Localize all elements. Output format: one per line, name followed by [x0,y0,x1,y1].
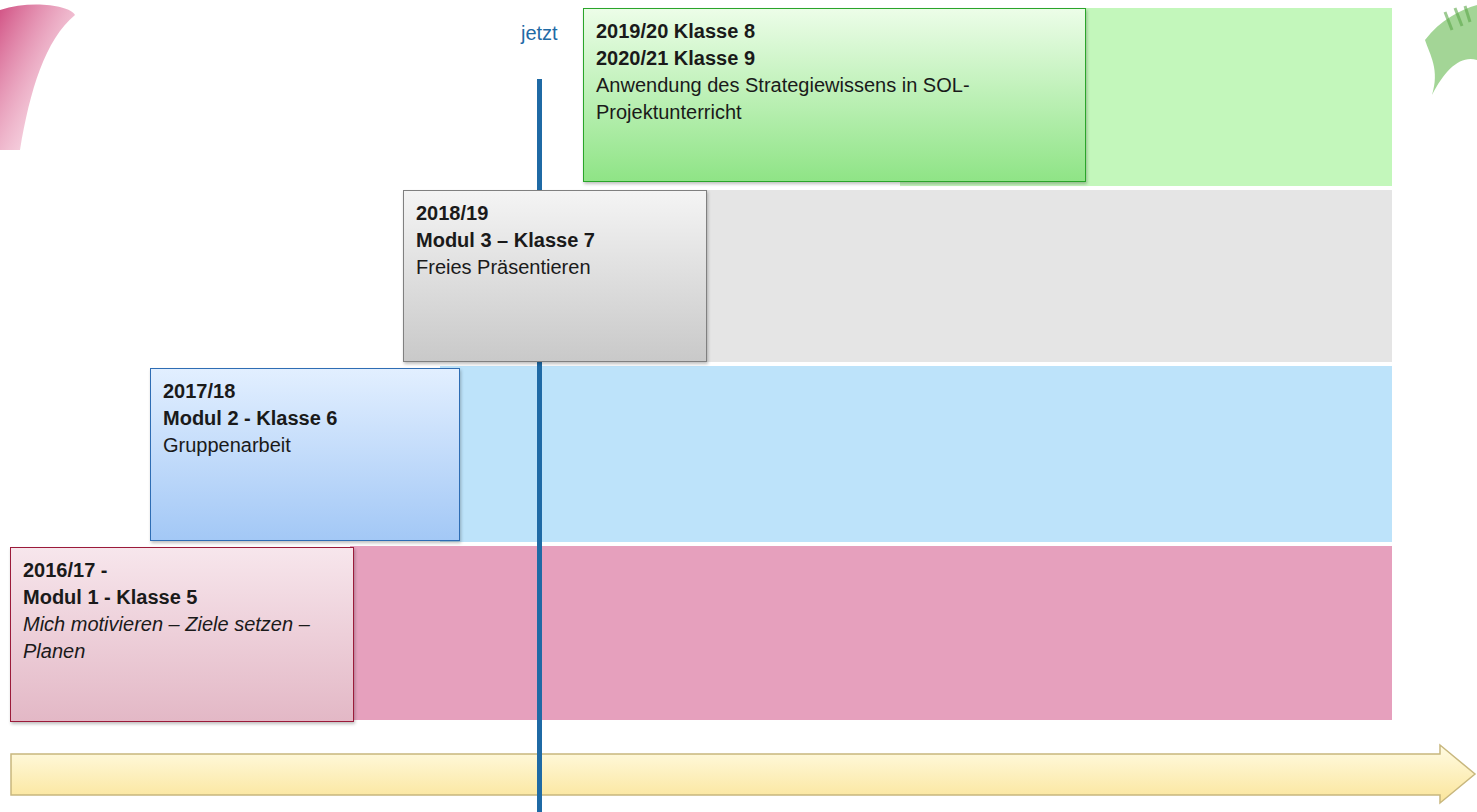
now-line [537,79,542,812]
phase-heading: 2020/21 Klasse 9 [596,45,1073,72]
phase-heading: 2016/17 - [23,557,341,584]
phase-description: Freies Präsentieren [416,254,694,281]
phase-heading: Modul 1 - Klasse 5 [23,584,341,611]
corner-leaf [1425,5,1477,95]
grey-band [700,190,1392,362]
phase-description: Gruppenarbeit [163,432,447,459]
timeline-arrow [11,745,1475,803]
phase-box-blue: 2017/18Modul 2 - Klasse 6Gruppenarbeit [150,368,460,541]
phase-heading: Modul 3 – Klasse 7 [416,227,694,254]
phase-heading: 2018/19 [416,200,694,227]
phase-box-grey: 2018/19Modul 3 – Klasse 7Freies Präsenti… [403,190,707,362]
leaf-strokes [1445,6,1470,30]
corner-swirl [0,5,75,150]
phase-heading: Modul 2 - Klasse 6 [163,405,447,432]
phase-description: Mich motivieren – Ziele setzen – Planen [23,611,341,665]
phase-description: Anwendung des Strategiewissens in SOL- P… [596,72,1073,126]
blue-band [440,366,1392,542]
phase-box-pink: 2016/17 -Modul 1 - Klasse 5Mich motivier… [10,547,354,722]
phase-heading: 2019/20 Klasse 8 [596,18,1073,45]
phase-box-green: 2019/20 Klasse 82020/21 Klasse 9Anwendun… [583,8,1086,182]
now-label: jetzt [519,21,560,45]
phase-heading: 2017/18 [163,378,447,405]
pink-band [350,546,1392,720]
